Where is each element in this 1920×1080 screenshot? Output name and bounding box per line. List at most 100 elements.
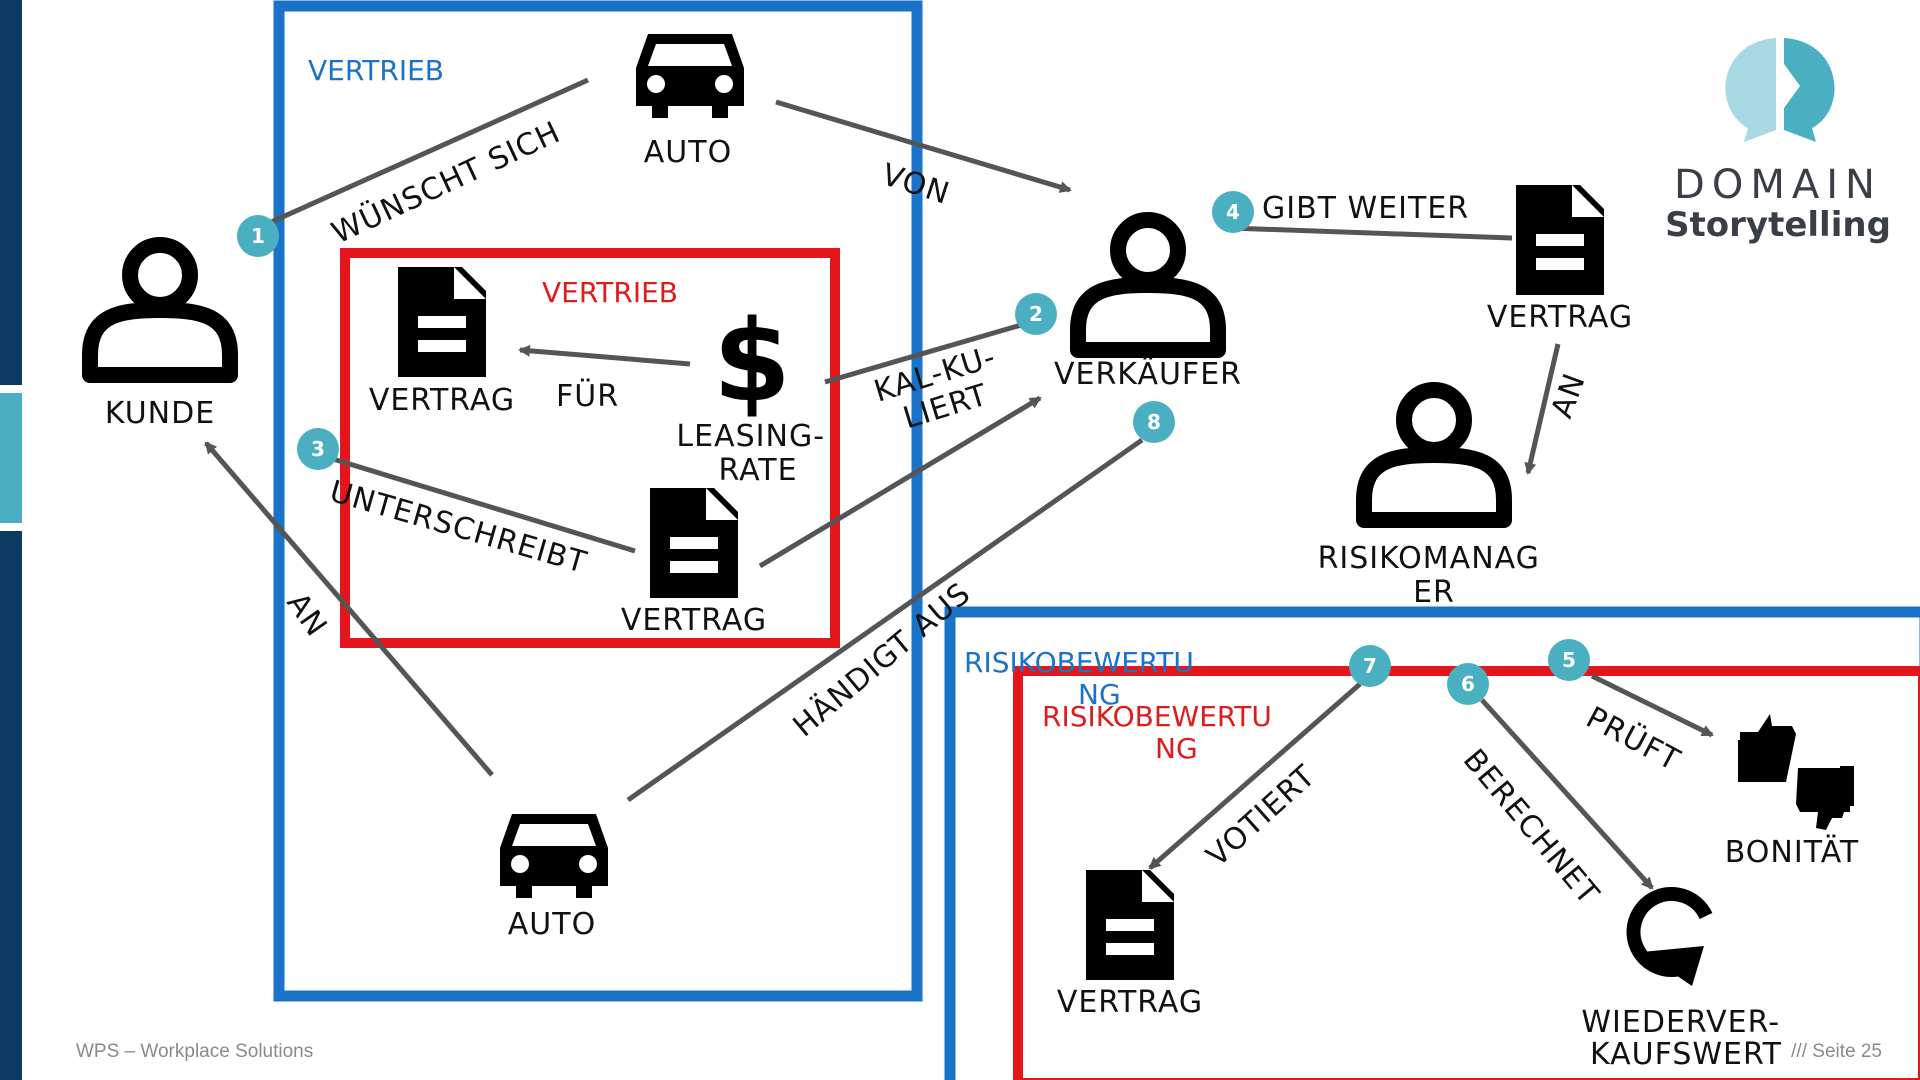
svg-text:5: 5 — [1562, 648, 1576, 672]
thumbs-up-down-icon — [1738, 714, 1854, 830]
group-label-risiko-outer: RISIKOBEWERTU NG — [964, 646, 1203, 711]
group-label-risiko-outer-l1: RISIKOBEWERTU — [964, 646, 1194, 679]
step-6[interactable]: 6 — [1447, 663, 1489, 705]
actor-verkaeufer[interactable]: VERKÄUFER — [1054, 220, 1242, 392]
activity-fuer: FÜR — [556, 378, 619, 414]
actor-label-kunde: KUNDE — [105, 396, 215, 431]
label-wiederverkaufswert-l1: WIEDERVER- — [1581, 1005, 1780, 1040]
document-icon — [1516, 185, 1604, 295]
group-risiko-outer[interactable] — [944, 606, 1920, 1080]
step-5[interactable]: 5 — [1548, 639, 1590, 681]
workobject-auto-bottom[interactable]: AUTO — [500, 814, 608, 942]
group-label-risiko-inner-l2: NG — [1155, 732, 1198, 765]
workobject-vertrag-bottom-right[interactable]: VERTRAG — [1057, 870, 1203, 1020]
actor-kunde[interactable]: KUNDE — [90, 245, 230, 431]
group-label-risiko-inner-l1: RISIKOBEWERTU — [1042, 700, 1272, 733]
arrow-leasingrate-vertrag[interactable] — [518, 344, 691, 367]
label-leasingrate-l1: LEASING- — [676, 419, 825, 454]
person-icon — [1364, 390, 1504, 520]
label-leasingrate-l2: RATE — [718, 453, 797, 488]
logo-line2: Storytelling — [1665, 205, 1891, 245]
arrow-vertrag-verkaeufer[interactable] — [758, 395, 1042, 569]
svg-text:6: 6 — [1461, 672, 1475, 696]
actor-label-verkaeufer: VERKÄUFER — [1054, 356, 1242, 392]
step-8[interactable]: 8 — [1133, 401, 1175, 443]
step-2[interactable]: 2 — [1015, 293, 1057, 335]
workobject-vertrag-inner-bottom[interactable]: VERTRAG — [621, 488, 767, 638]
label-wiederverkaufswert: WIEDERVER- KAUFSWERT — [1581, 1005, 1790, 1072]
label-leasingrate: LEASING- RATE — [676, 419, 835, 488]
label-vertrag-right: VERTRAG — [1487, 300, 1633, 335]
workobject-bonitaet[interactable]: BONITÄT — [1725, 714, 1859, 870]
activity-an-left: AN — [279, 587, 333, 644]
connections — [204, 77, 1714, 890]
arrow-step6-wiederverkaufswert[interactable] — [1480, 698, 1654, 890]
activity-berechnet: BERECHNET — [1456, 743, 1606, 912]
car-icon — [500, 814, 608, 898]
label-bonitaet: BONITÄT — [1725, 834, 1859, 870]
footer-right: /// Seite 25 — [1791, 1041, 1882, 1062]
actor-risikomanager[interactable]: RISIKOMANAG ER — [1318, 390, 1551, 610]
car-icon — [636, 34, 744, 118]
step-7[interactable]: 7 — [1349, 645, 1391, 687]
svg-text:8: 8 — [1147, 410, 1161, 434]
document-icon — [398, 267, 486, 377]
line-step4-vertrag[interactable] — [1229, 225, 1513, 241]
logo-bubble-left-icon — [1725, 38, 1776, 142]
line-auto-step8[interactable] — [626, 437, 1144, 803]
refresh-icon — [1626, 887, 1713, 977]
step-3[interactable]: 3 — [297, 428, 339, 470]
svg-text:4: 4 — [1226, 200, 1240, 224]
arrow-auto-verkaeufer[interactable] — [775, 99, 1072, 193]
dollar-icon: $ — [713, 297, 791, 427]
actor-label-risikomanager-l1: RISIKOMANAG — [1318, 541, 1540, 576]
step-4[interactable]: 4 — [1212, 191, 1254, 233]
arrow-auto-kunde[interactable] — [204, 441, 494, 777]
arrow-vertrag-risikomanager[interactable] — [1524, 343, 1561, 475]
workobject-auto-top[interactable]: AUTO — [636, 34, 744, 170]
label-vertrag-inner-bottom: VERTRAG — [621, 603, 767, 638]
step-1[interactable]: 1 — [237, 215, 279, 257]
activity-kalkuliert: KAL-KU- LIERT — [870, 336, 1020, 442]
label-vertrag-bottom-right: VERTRAG — [1057, 985, 1203, 1020]
group-label-vertrieb-outer: VERTRIEB — [308, 54, 444, 87]
workobject-vertrag-right[interactable]: VERTRAG — [1487, 185, 1633, 335]
line-kunde-auto[interactable] — [256, 77, 590, 231]
svg-text:2: 2 — [1029, 302, 1043, 326]
label-auto-top: AUTO — [644, 135, 732, 170]
refresh-arrowhead — [1642, 946, 1704, 986]
group-label-vertrieb-inner: VERTRIEB — [542, 276, 678, 309]
workobject-leasingrate[interactable]: $ LEASING- RATE — [676, 297, 835, 488]
label-auto-bottom: AUTO — [508, 907, 596, 942]
label-vertrag-inner-left: VERTRAG — [369, 383, 515, 418]
step-badges: 1 2 3 4 5 6 7 8 — [237, 191, 1590, 705]
arrow-step5-bonitaet[interactable] — [1590, 673, 1714, 738]
group-label-risiko-outer-l2: NG — [1078, 678, 1121, 711]
group-label-risiko-inner: RISIKOBEWERTU NG — [1042, 700, 1281, 765]
group-vertrieb-inner[interactable] — [340, 248, 840, 648]
group-vertrieb-outer[interactable] — [273, 0, 923, 1002]
svg-text:3: 3 — [311, 437, 325, 461]
label-wiederverkaufswert-l2: KAUFSWERT — [1590, 1037, 1782, 1072]
line-verkaeufer-leasingrate[interactable] — [824, 320, 1029, 385]
left-nav-band — [0, 0, 22, 1080]
person-icon — [90, 245, 230, 375]
logo-bubble-right-icon — [1784, 38, 1835, 142]
arrow-step7-vertrag[interactable] — [1148, 682, 1362, 870]
svg-text:7: 7 — [1363, 654, 1377, 678]
workobject-vertrag-inner-left[interactable]: VERTRAG — [369, 267, 515, 418]
workobject-wiederverkaufswert[interactable]: WIEDERVER- KAUFSWERT — [1581, 887, 1790, 1072]
line-step3-vertrag[interactable] — [319, 452, 636, 554]
person-icon — [1078, 220, 1218, 350]
actor-label-risikomanager: RISIKOMANAG ER — [1318, 541, 1551, 610]
svg-text:1: 1 — [251, 224, 265, 248]
logo-line1: DOMAIN — [1674, 162, 1882, 208]
document-icon — [650, 488, 738, 598]
domain-storytelling-logo: DOMAIN Storytelling — [1665, 38, 1891, 245]
actor-label-risikomanager-l2: ER — [1413, 575, 1455, 610]
document-icon — [1086, 870, 1174, 980]
footer-left: WPS – Workplace Solutions — [76, 1041, 313, 1062]
activity-prueft: PRÜFT — [1580, 699, 1686, 778]
activity-gibt-weiter: GIBT WEITER — [1262, 191, 1469, 226]
